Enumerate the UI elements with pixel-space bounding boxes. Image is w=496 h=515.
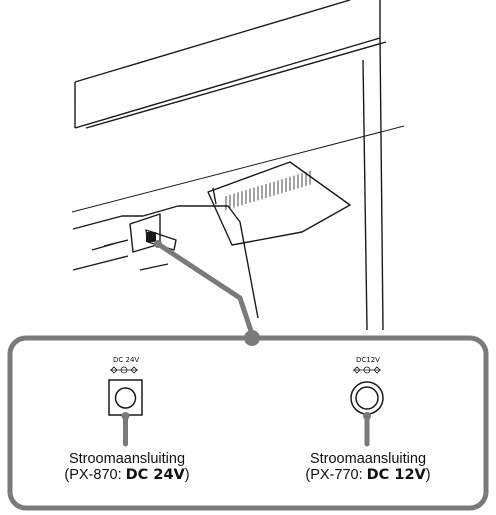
bottom-panel	[72, 205, 259, 319]
right-jack-model-prefix: (PX-770:	[305, 467, 367, 483]
right-jack-caption-name: Stroomaansluiting	[309, 451, 427, 467]
callout-origin-dot	[154, 240, 162, 248]
cabinet-right-edge	[362, 37, 384, 331]
right-jack-caption: Stroomaansluiting (PX-770: DC 12V)	[268, 451, 468, 483]
left-jack-caption-model: (PX-870: DC 24V)	[27, 467, 227, 483]
left-jack-model-prefix: (PX-870:	[64, 467, 126, 483]
left-jack-model-suffix: )	[184, 467, 190, 483]
pedal-box-hatching	[225, 170, 311, 210]
left-jack-group: DC 24V	[108, 356, 143, 447]
left-jack-rating-label: DC 24V	[113, 356, 139, 364]
left-jack-leader-dot	[121, 412, 130, 420]
right-jack-polarity-icon	[353, 366, 381, 374]
right-jack-group: DC12V	[350, 356, 384, 447]
left-jack-caption: Stroomaansluiting (PX-870: DC 24V)	[27, 451, 227, 483]
cabinet-front-diagonal	[71, 125, 405, 213]
right-jack-leader-dot	[363, 412, 371, 420]
piano-connector-socket	[146, 232, 156, 242]
pedal-box	[207, 161, 351, 246]
right-jack-hole	[355, 386, 379, 410]
right-jack-caption-model: (PX-770: DC 12V)	[268, 467, 468, 483]
left-jack-caption-name: Stroomaansluiting	[68, 451, 186, 467]
right-jack-rating: DC 12V	[366, 467, 426, 483]
left-jack-polarity-icon	[110, 366, 138, 374]
left-jack-socket	[108, 379, 143, 416]
piano-lid	[74, 0, 387, 129]
left-jack-rating: DC 24V	[125, 467, 185, 483]
right-jack-model-suffix: )	[425, 467, 431, 483]
piano-body-illustration	[71, 0, 405, 331]
right-jack-rating-label: DC12V	[356, 356, 380, 364]
left-jack-hole	[114, 387, 137, 409]
callout-anchor-dot	[244, 330, 260, 346]
